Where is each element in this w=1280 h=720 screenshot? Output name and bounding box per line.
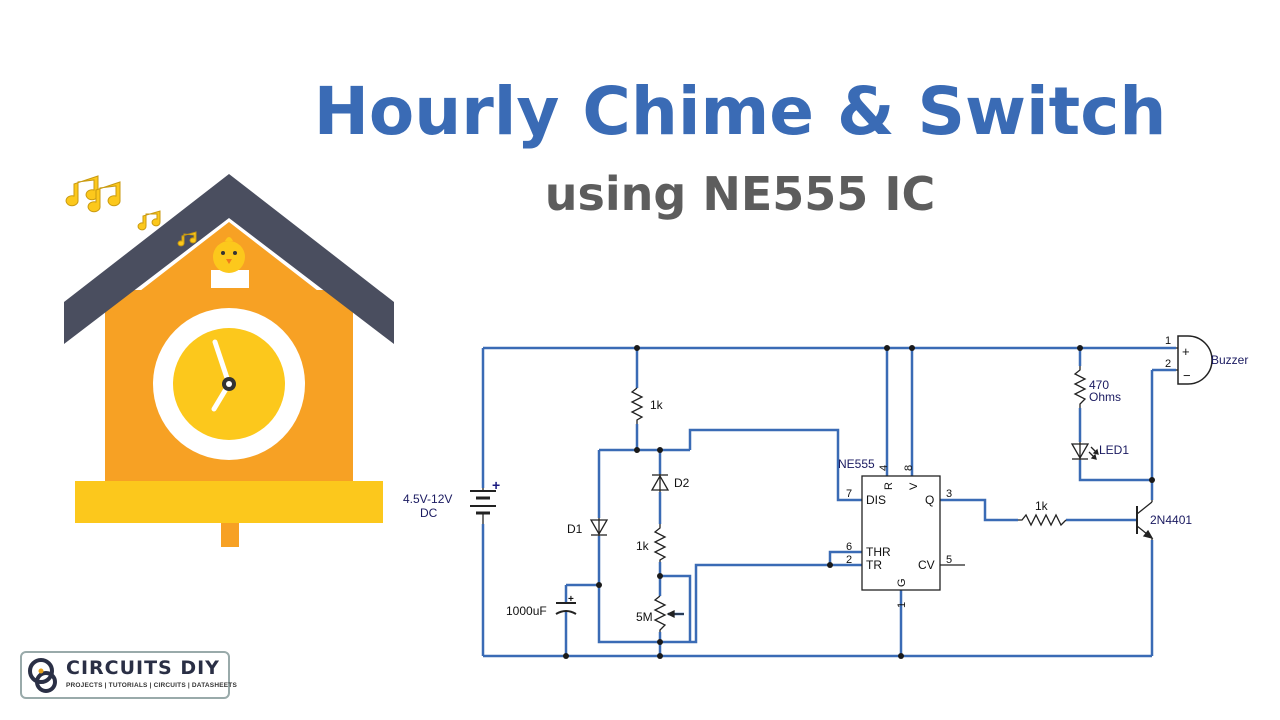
capacitor-1000uf [555, 602, 577, 615]
resistor-r2 [653, 524, 667, 562]
diode-d2 [650, 474, 670, 492]
pin5-number: 5 [946, 554, 952, 566]
pot-label: 5M [636, 610, 653, 624]
d1-label: D1 [567, 522, 583, 536]
battery-symbol [470, 488, 496, 524]
battery-plus-label: + [492, 477, 500, 493]
cap-label: 1000uF [506, 604, 547, 618]
pin-q-label: Q [925, 493, 934, 507]
pin7-number: 7 [846, 488, 852, 500]
pin-thr-label: THR [866, 545, 891, 559]
circuits-diy-logo: CIRCUITS DIY PROJECTS | TUTORIALS | CIRC… [20, 651, 237, 699]
resistor-r1 [630, 387, 644, 424]
page-title: Hourly Chime & Switch [313, 73, 1167, 150]
pin-g-label: G [896, 578, 908, 587]
led1-symbol [1070, 442, 1099, 460]
resistor-r3 [1018, 513, 1067, 527]
potentiometer-5m [653, 595, 684, 632]
pin3-number: 3 [946, 488, 952, 500]
ic-name-label: NE555 [838, 457, 875, 471]
pin4-number: 4 [878, 465, 890, 471]
cuckoo-clock-house-icon [64, 174, 394, 547]
ne555-chip [861, 475, 941, 591]
cap-plus: + [568, 594, 574, 605]
r3-label: 1k [1035, 499, 1049, 513]
r4-label-line2: Ohms [1089, 390, 1121, 404]
schematic-wires [481, 346, 1176, 658]
pin-cv-label: CV [918, 558, 935, 572]
r4-label-line1: 470 [1089, 378, 1109, 392]
junction-dots [563, 345, 1155, 659]
pin8-number: 8 [903, 465, 915, 471]
transistor-2n4401 [1136, 500, 1154, 540]
buzzer-symbol [1176, 335, 1213, 385]
buzzer-plus: + [1182, 344, 1190, 359]
d2-label: D2 [674, 476, 690, 490]
r1-label: 1k [650, 398, 664, 412]
resistor-r4 [1073, 366, 1087, 408]
pin1-number: 1 [896, 602, 908, 608]
r2-label: 1k [636, 539, 650, 553]
power-label-line2: DC [420, 506, 438, 520]
music-notes-icon [65, 175, 197, 247]
led-label: LED1 [1099, 443, 1129, 457]
pin-dis-label: DIS [866, 493, 886, 507]
pin6-number: 6 [846, 541, 852, 553]
buzzer-pin2: 2 [1165, 358, 1171, 370]
pin-v-label: V [908, 482, 920, 490]
buzzer-label: Buzzer [1211, 353, 1248, 367]
logo-tagline: PROJECTS | TUTORIALS | CIRCUITS | DATASH… [66, 682, 237, 689]
pin2-number: 2 [846, 554, 852, 566]
transistor-label: 2N4401 [1150, 513, 1192, 527]
buzzer-minus: − [1183, 368, 1191, 383]
pin-tr-label: TR [866, 558, 882, 572]
diode-d1 [589, 518, 609, 536]
buzzer-pin1: 1 [1165, 335, 1171, 347]
logo-mark-icon [28, 658, 57, 693]
pin-r-label: R [883, 482, 895, 490]
page-subtitle: using NE555 IC [544, 167, 936, 221]
chick-icon [211, 237, 249, 288]
power-label-line1: 4.5V-12V [403, 492, 452, 506]
logo-name: CIRCUITS DIY [66, 657, 220, 679]
